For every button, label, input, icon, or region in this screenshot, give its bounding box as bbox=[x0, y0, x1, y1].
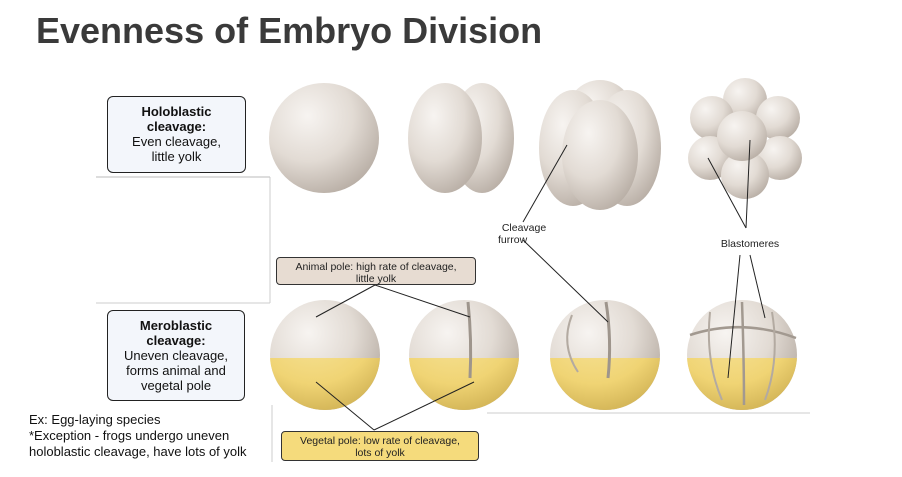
page-title: Evenness of Embryo Division bbox=[36, 10, 543, 51]
meroblastic-heading2: cleavage: bbox=[146, 333, 206, 348]
holoblastic-desc2: little yolk bbox=[151, 149, 202, 164]
meroblastic-box: Meroblastic cleavage: Uneven cleavage, f… bbox=[107, 310, 245, 401]
animal-pole-text-1: Animal pole: high rate of cleavage, bbox=[295, 261, 457, 273]
meroblastic-desc2: forms animal and bbox=[126, 363, 226, 378]
blastomeres-label: Blastomeres bbox=[720, 238, 780, 250]
holoblastic-box: Holoblastic cleavage: Even cleavage, lit… bbox=[107, 96, 246, 173]
meroblastic-zygote bbox=[270, 300, 380, 410]
cleavage-furrow-text-2: furrow bbox=[498, 234, 528, 246]
meroblastic-heading: Meroblastic bbox=[139, 318, 213, 333]
holoblastic-desc1: Even cleavage, bbox=[132, 134, 221, 149]
meroblastic-desc1: Uneven cleavage, bbox=[123, 348, 229, 363]
holoblastic-heading: Holoblastic bbox=[141, 104, 212, 119]
note-line-2: *Exception - frogs undergo uneven bbox=[29, 428, 230, 443]
eight-cell-stage bbox=[688, 78, 802, 199]
vegetal-pole-text-2: lots of yolk bbox=[355, 447, 405, 459]
note-line-1: Ex: Egg-laying species bbox=[29, 412, 161, 427]
two-cell-stage bbox=[408, 83, 514, 193]
meroblastic-four-cell bbox=[550, 300, 660, 410]
pointer-lines bbox=[315, 139, 766, 431]
vegetal-pole-box: Vegetal pole: low rate of cleavage, lots… bbox=[281, 431, 479, 461]
holoblastic-heading2: cleavage: bbox=[146, 119, 207, 134]
animal-pole-text-2: little yolk bbox=[355, 273, 397, 285]
meroblastic-eight-cell bbox=[687, 300, 797, 410]
meroblastic-two-cell bbox=[409, 300, 519, 410]
meroblastic-desc3: vegetal pole bbox=[140, 378, 212, 393]
vegetal-pole-text-1: Vegetal pole: low rate of cleavage, bbox=[300, 435, 460, 447]
animal-pole-box: Animal pole: high rate of cleavage, litt… bbox=[276, 257, 476, 285]
cleavage-furrow-label: Cleavage furrow bbox=[494, 222, 554, 246]
four-cell-stage bbox=[539, 80, 661, 210]
exception-note: Ex: Egg-laying species *Exception - frog… bbox=[29, 412, 247, 460]
zygote-single-cell bbox=[269, 83, 379, 193]
note-line-3: holoblastic cleavage, have lots of yolk bbox=[29, 444, 247, 459]
cleavage-furrow-text-1: Cleavage bbox=[501, 222, 547, 234]
